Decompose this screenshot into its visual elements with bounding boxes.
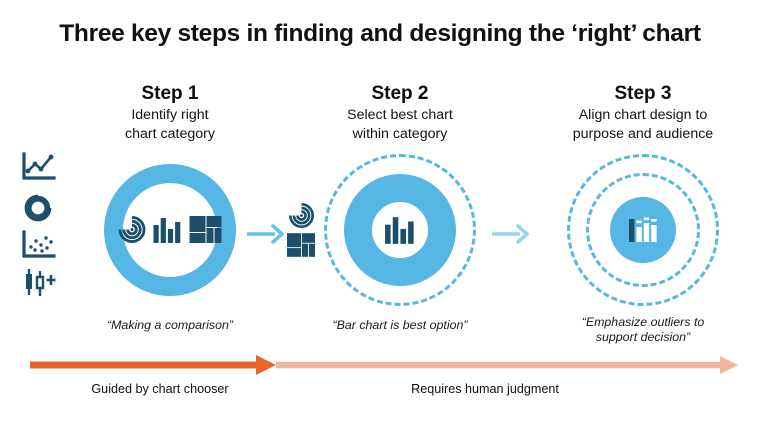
step-3-filled-circle <box>610 196 676 263</box>
step-1-inner-icons <box>118 216 222 244</box>
highlighted-bar-chart-icon <box>627 215 659 245</box>
step-3-disc <box>610 196 676 263</box>
step-3-heading: Step 3 Align chart design to purpose and… <box>528 82 758 143</box>
radial-spiral-chart-icon <box>288 202 314 228</box>
step-2-subtitle-line2: within category <box>352 126 448 142</box>
guided-by-chart-chooser-label: Guided by chart chooser <box>91 382 229 396</box>
bar-chart-icon <box>384 215 416 245</box>
candlestick-chart-icon <box>22 268 66 302</box>
step-2-dashed-ring <box>324 153 476 306</box>
step-2-ring <box>344 173 456 286</box>
step-2-diagram <box>285 152 515 307</box>
arrow-step1-to-step2 <box>245 222 287 246</box>
step-2-title: Step 2 <box>371 83 429 104</box>
chart-category-icon-column <box>22 150 70 310</box>
step-1-subtitle-line2: chart category <box>125 126 215 142</box>
radial-spiral-chart-icon <box>118 216 146 243</box>
bar-chart-icon <box>153 216 183 244</box>
step-3-title: Step 3 <box>614 83 672 104</box>
arrow-step2-to-step3 <box>490 222 532 246</box>
treemap-chart-icon <box>189 216 222 243</box>
step-1-title: Step 1 <box>141 83 199 104</box>
scatter-plot-icon <box>22 230 66 264</box>
step-3-dashed-ring-outer <box>567 153 719 306</box>
step-2-inner-icons <box>384 215 416 245</box>
treemap-chart-icon <box>287 232 315 257</box>
step-3-caption-line1: “Emphasize outliers to <box>581 315 705 329</box>
step-2-subtitle-line1: Select best chart <box>347 107 453 123</box>
step-1-heading: Step 1 Identify right chart category <box>55 82 285 143</box>
step-3-diagram <box>528 152 758 307</box>
step-1-diagram <box>55 152 285 307</box>
step-2-solid-donut <box>344 173 456 286</box>
step-3-dashed-ring-inner <box>586 172 700 287</box>
page-title: Three key steps in finding and designing… <box>59 20 701 47</box>
line-chart-icon <box>22 152 66 186</box>
step-2-heading: Step 2 Select best chart within category <box>285 82 515 143</box>
human-judgment-arrow <box>276 356 738 374</box>
requires-human-judgment-label: Requires human judgment <box>411 382 559 396</box>
step-3-subtitle-line2: purpose and audience <box>572 126 714 142</box>
step-3-subtitle-line1: Align chart design to <box>578 107 708 123</box>
donut-chart-icon <box>22 192 66 226</box>
step-3-caption: “Emphasize outliers to support decision” <box>528 315 758 345</box>
step-3-inner-icons <box>627 215 659 245</box>
step-1-subtitle-line1: Identify right <box>131 107 209 123</box>
process-arrows <box>0 352 760 378</box>
step-3-caption-line2: support decision” <box>595 330 691 344</box>
step-2-rejected-icons <box>287 202 315 257</box>
step-2-caption: “Bar chart is best option” <box>332 318 468 332</box>
step-1-caption: “Making a comparison” <box>106 318 234 332</box>
guided-arrow <box>30 355 276 375</box>
